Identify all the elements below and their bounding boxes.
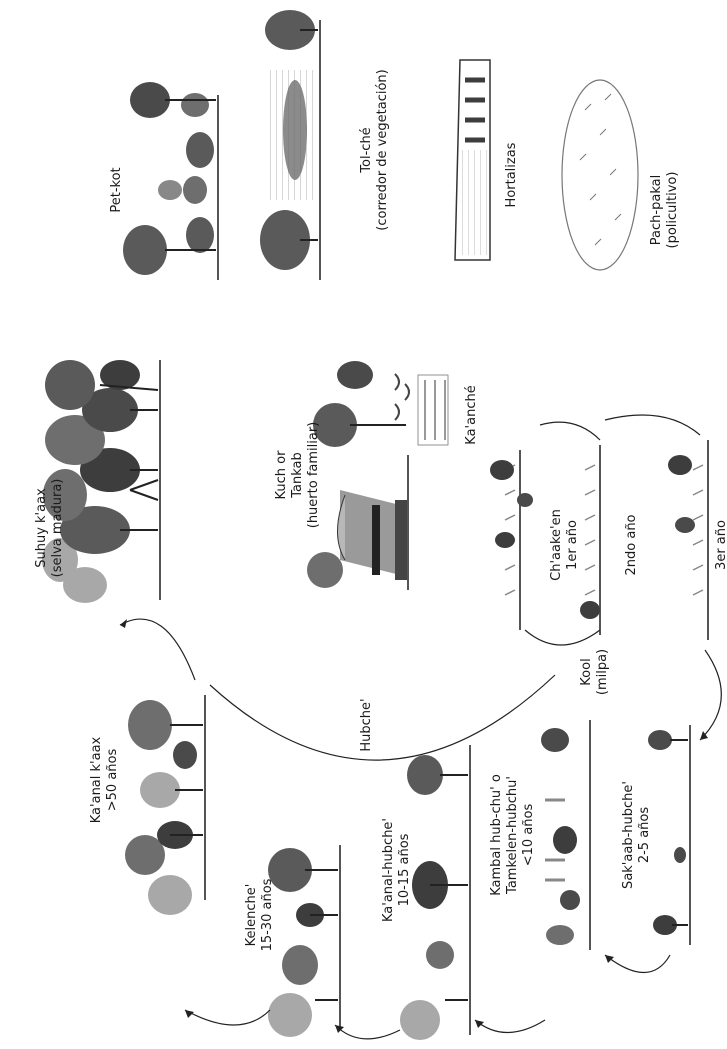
kambal-label: Kambal hub-chu' oTamkelen-hubchu'<10 año… [489, 774, 536, 896]
kaanche-label: Ka'anché [464, 385, 479, 444]
pet-kot-label: Pet-kot [109, 167, 124, 212]
suhuy-kaax-forest: Suhuy k'aax(selva madura) [34, 360, 161, 603]
sakaab-label: Sak'aab-hubche'2-5 años [621, 781, 652, 889]
milpa-arrow-2 [604, 414, 701, 436]
arrow-milpa-to-sakaab [699, 649, 722, 741]
kanal-hubche: Ka'anal-hubche'10-15 años [381, 745, 471, 1040]
kuch-tankab: Kuch orTankab(huerto familiar) Ka'anché [274, 361, 479, 590]
milpa-arrow-1 [539, 421, 601, 441]
kelenche: Kelenche'15-30 años [244, 845, 341, 1037]
hubche-curve [209, 674, 556, 761]
kanal-hubche-label: Ka'anal-hubche'10-15 años [381, 818, 412, 922]
arrow-sakaab-to-kambal [604, 954, 671, 974]
kuch-tankab-label: Kuch orTankab(huerto familiar) [274, 422, 321, 529]
arrow-kanalhubche-to-kelenche [334, 1024, 401, 1040]
kanal-kaax: Ka'anal k'aax>50 años [89, 695, 206, 915]
arrow-kelenche-to-kanalkaax [184, 1009, 271, 1026]
sakaab-hubche: Sak'aab-hubche'2-5 años [621, 725, 691, 945]
suhuy-label: Suhuy k'aax(selva madura) [34, 479, 65, 578]
chaakeen-label: Ch'aake'en1er año [549, 509, 580, 581]
tol-che: Tol-ché(corredor de vegetación) [260, 10, 390, 280]
year2-label: 2ndo año [624, 514, 639, 575]
tree-cluster [42, 360, 159, 603]
pet-kot: Pet-kot [109, 82, 219, 280]
kanal-kaax-label: Ka'anal k'aax>50 años [89, 736, 120, 823]
kool-milpa: Ch'aake'en1er año 2ndo año 3er año Kool(… [490, 414, 727, 695]
hortalizas-label: Hortalizas [504, 142, 519, 207]
pach-pakal: Pach-pakal(policultivo) [561, 79, 680, 271]
arrow-kanalkaax-to-suhuy [119, 618, 196, 681]
year3-label: 3er año [714, 520, 727, 570]
hortalizas: Hortalizas [454, 59, 519, 261]
hubche-label: Hubche' [359, 698, 374, 751]
arrow-kambal-to-kanalhubche [474, 1019, 546, 1033]
kelenche-label: Kelenche'15-30 años [244, 878, 275, 951]
kool-label: Kool(milpa) [579, 649, 610, 695]
pach-pakal-label: Pach-pakal(policultivo) [649, 172, 680, 249]
succession-arrows [119, 618, 722, 1040]
milpa-arrow-3 [524, 629, 601, 646]
tol-che-label: Tol-ché(corredor de vegetación) [359, 69, 390, 230]
kambal-hubchu: Kambal hub-chu' oTamkelen-hubchu'<10 año… [489, 720, 591, 950]
